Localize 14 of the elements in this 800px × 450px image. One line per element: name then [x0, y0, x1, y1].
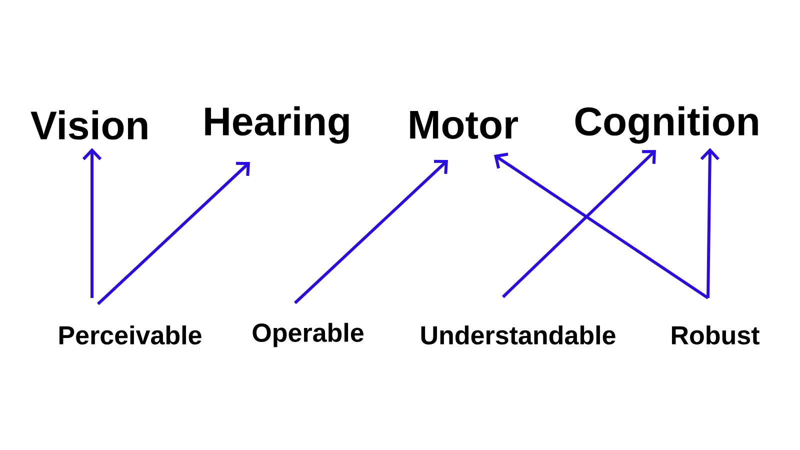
arrow — [494, 152, 709, 300]
principle-label: Understandable — [421, 325, 616, 345]
category-label: Motor — [410, 111, 518, 139]
principle-label: Robust — [672, 325, 760, 345]
arrow — [502, 150, 656, 298]
arrow — [700, 148, 720, 298]
category-label: Vision — [30, 110, 148, 140]
arrow — [294, 160, 448, 304]
arrow — [96, 162, 250, 306]
arrow — [82, 148, 102, 298]
category-label: Cognition — [575, 106, 758, 144]
principle-label: Operable — [252, 322, 364, 348]
category-label: Hearing — [205, 106, 349, 144]
principle-label: Perceivable — [59, 325, 202, 345]
